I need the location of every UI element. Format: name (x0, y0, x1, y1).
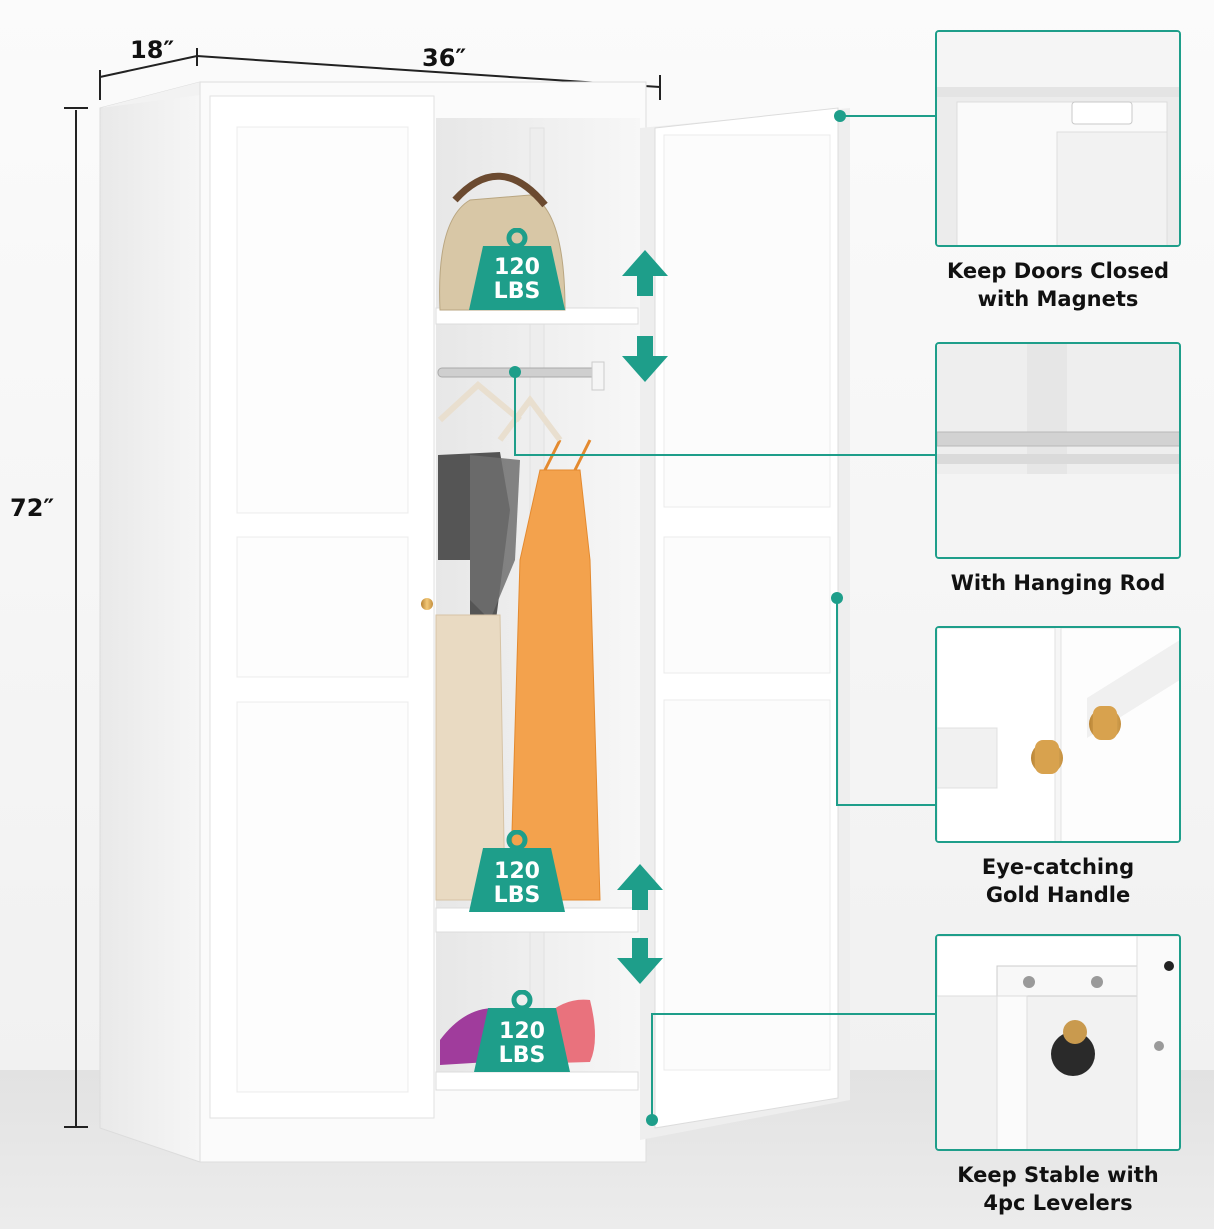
depth-label: 18″ (130, 36, 175, 64)
weight-badge: 120 LBS (465, 830, 569, 914)
feature-label-line: with Magnets (977, 287, 1139, 311)
leveler-detail-image (935, 934, 1181, 1151)
gold-handle-detail-image (935, 626, 1181, 843)
weight-badge: 120 LBS (465, 228, 569, 312)
hanging-rod-detail-image (935, 342, 1181, 559)
gold-knob (421, 598, 433, 610)
feature-label-line: Eye-catching (981, 855, 1135, 879)
weight-value: 120 (494, 859, 540, 884)
feature-label-magnets: Keep Doors Closed with Magnets (918, 257, 1198, 313)
width-label: 36″ (422, 44, 467, 72)
callout-lines (514, 115, 935, 1120)
feature-label-levelers: Keep Stable with 4pc Levelers (918, 1161, 1198, 1217)
height-label: 72″ (10, 494, 55, 522)
feature-label-line: 4pc Levelers (983, 1191, 1133, 1215)
weight-unit: LBS (498, 1043, 546, 1068)
feature-label-line: Keep Stable with (957, 1163, 1159, 1187)
weight-unit: LBS (493, 883, 541, 908)
weight-value: 120 (499, 1019, 545, 1044)
feature-label-line: With Hanging Rod (950, 571, 1166, 595)
clothes (435, 381, 601, 901)
feature-label-hanging-rod: With Hanging Rod (918, 569, 1198, 597)
feature-label-gold-handle: Eye-catching Gold Handle (918, 853, 1198, 909)
shelf-adjust-arrows (617, 250, 668, 984)
feature-label-line: Keep Doors Closed (947, 259, 1169, 283)
right-door (640, 107, 850, 1140)
weight-badge: 120 LBS (470, 990, 574, 1074)
weight-unit: LBS (493, 279, 541, 304)
feature-label-line: Gold Handle (985, 883, 1131, 907)
weight-value: 120 (494, 255, 540, 280)
callout-dots (509, 110, 846, 1126)
magnet-detail-image (935, 30, 1181, 247)
